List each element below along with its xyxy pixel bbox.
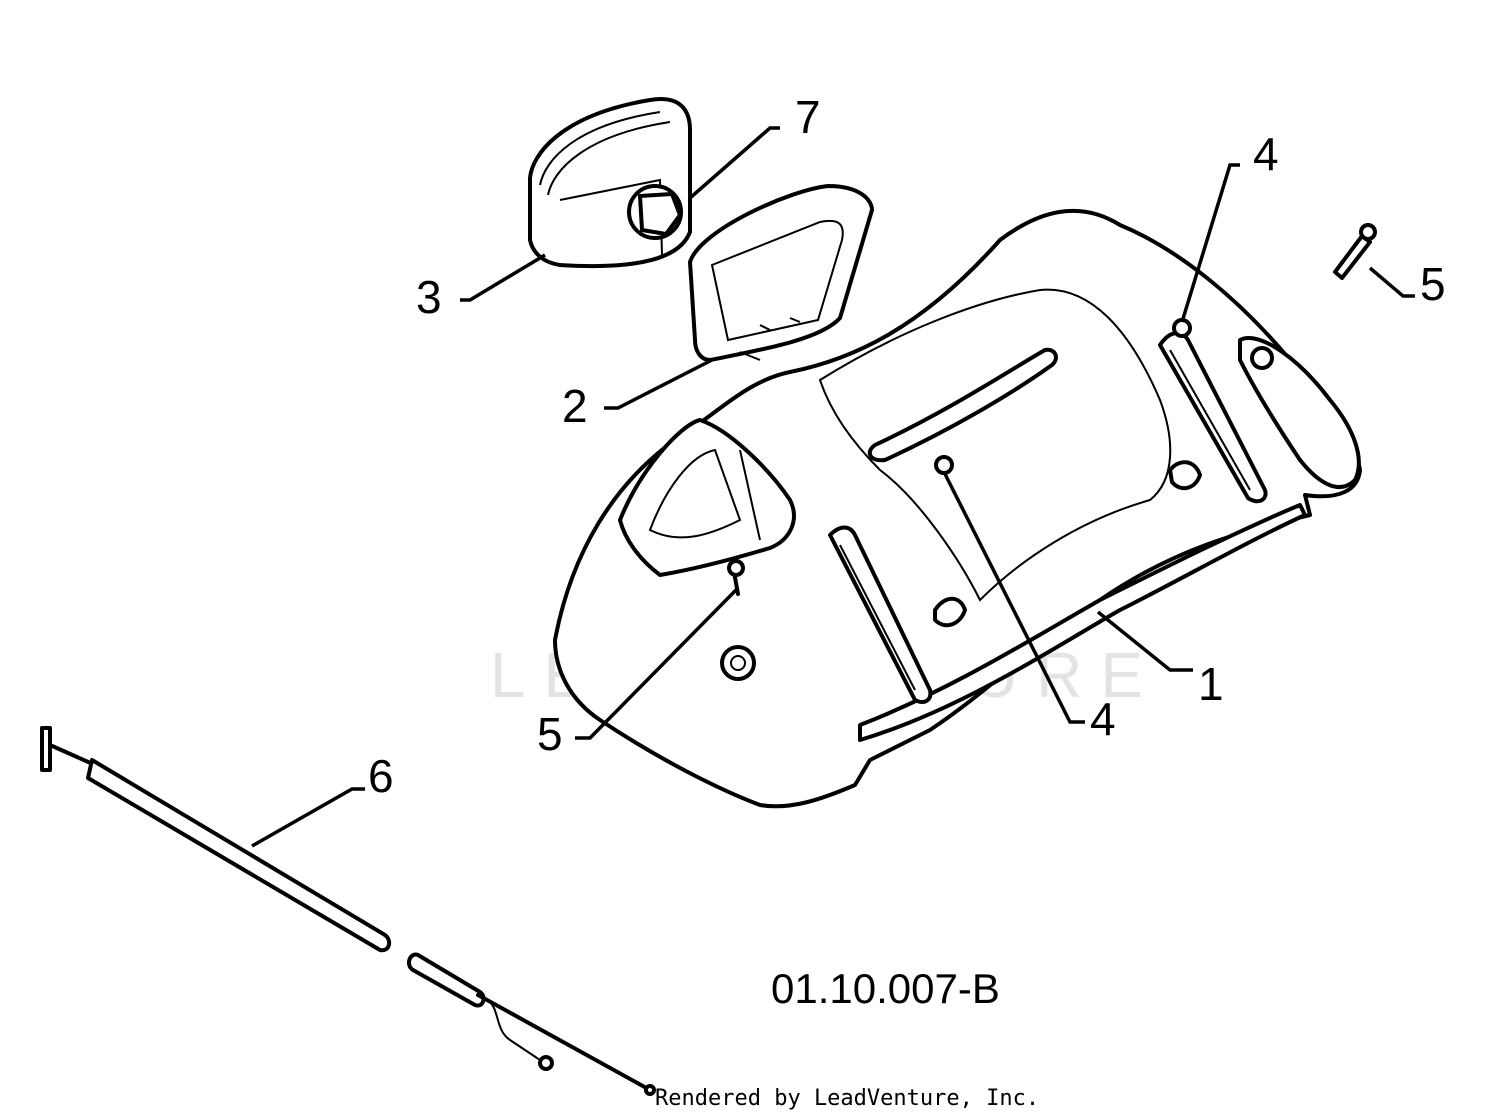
callout-bolt-right: 5	[1420, 258, 1446, 310]
drawing-code: 01.10.007-B	[771, 965, 1000, 1012]
headlight-part	[528, 97, 692, 269]
callout-bezel: 2	[562, 380, 588, 432]
callout-screw-right-top: 4	[1253, 128, 1279, 180]
harness-part	[40, 726, 656, 1096]
callout-bolt-left: 5	[537, 708, 563, 760]
bolt-left-part	[727, 559, 745, 596]
leader-lines	[251, 126, 1415, 848]
render-credit: Rendered by LeadVenture, Inc.	[655, 1086, 1039, 1111]
bolt-right-part	[1333, 223, 1377, 280]
bezel-part	[688, 184, 874, 362]
callout-bulb-socket: 7	[795, 91, 821, 143]
callout-harness: 6	[368, 750, 394, 802]
screw-right-top	[1172, 318, 1192, 338]
screw-center	[934, 455, 954, 475]
callout-screw-center: 4	[1090, 693, 1116, 745]
callout-headlight: 3	[416, 271, 442, 323]
hood-part	[553, 208, 1362, 809]
callout-hood: 1	[1198, 658, 1224, 710]
